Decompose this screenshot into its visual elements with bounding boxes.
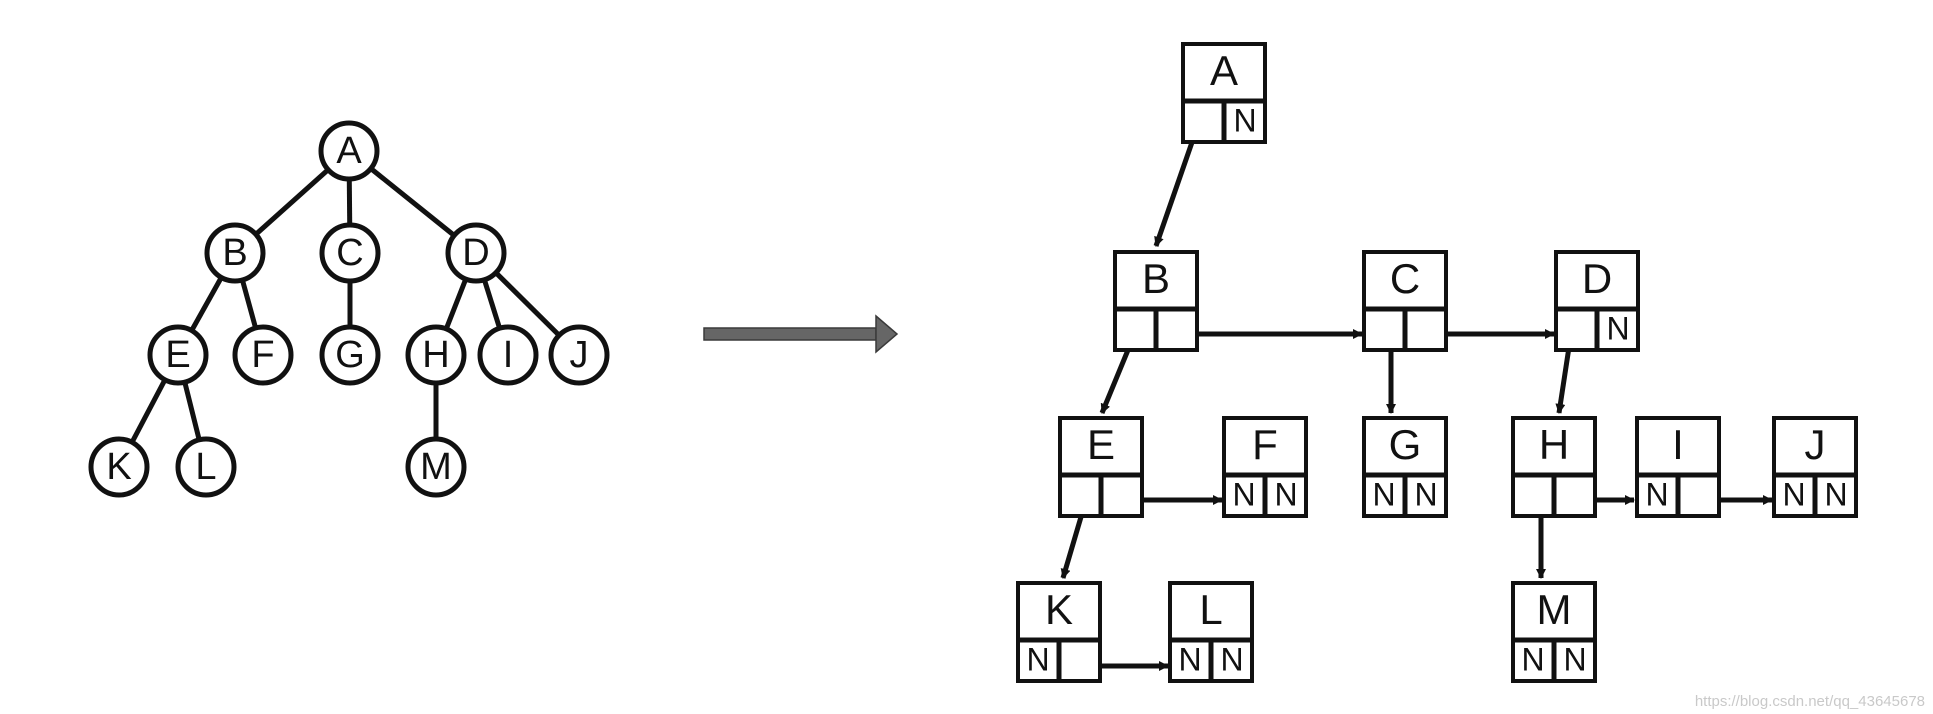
next-sibling-null-label: N [1606,310,1629,346]
list-node-D: D N [1554,250,1640,352]
first-child-null-label: N [1372,476,1395,512]
tree-node-label: E [165,334,190,376]
tree-node-label: B [222,232,247,274]
tree-node-label: H [422,334,449,376]
tree-node-label: D [462,232,489,274]
tree-node-M: M [405,436,467,498]
tree-node-label: K [106,446,131,488]
list-node-label: E [1087,421,1115,468]
list-node-F: F N N [1222,416,1308,518]
tree-node-label: J [570,334,589,376]
first-child-null-label: N [1178,641,1201,677]
list-node-label: A [1210,47,1238,94]
tree-node-K: K [88,436,150,498]
first-child-null-label: N [1521,641,1544,677]
list-node-label: B [1142,255,1170,302]
first-child-null-label: N [1026,641,1049,677]
list-node-label: F [1252,421,1278,468]
tree-node-J: J [548,324,610,386]
first-child-null-label: N [1232,476,1255,512]
list-node-label: L [1199,586,1222,633]
list-node-B: B [1113,250,1199,352]
list-node-label: C [1390,255,1420,302]
list-node-label: K [1045,586,1073,633]
next-sibling-null-label: N [1824,476,1847,512]
tree-node-D: D [445,222,507,284]
list-node-label: D [1582,255,1612,302]
list-node-M: M N N [1511,581,1597,683]
linked-nodes: A N B C D N [1016,42,1858,683]
tree-node-A: A [318,120,380,182]
conversion-arrow [703,314,899,354]
list-node-E: E [1058,416,1144,518]
list-node-J: J N N [1772,416,1858,518]
tree-node-E: E [147,324,209,386]
tree-node-L: L [175,436,237,498]
general-tree: A B C D E F G H I J K L M [88,120,610,498]
watermark-url: https://blog.csdn.net/qq_43645678 [1694,693,1925,710]
list-node-label: J [1805,421,1826,468]
list-node-label: H [1539,421,1569,468]
next-sibling-null-label: N [1220,641,1243,677]
tree-node-label: L [195,446,216,488]
tree-node-H: H [405,324,467,386]
list-node-L: L N N [1168,581,1254,683]
tree-node-label: I [503,334,514,376]
first-child-null-label: N [1782,476,1805,512]
list-node-I: I N [1635,416,1721,518]
tree-node-label: C [336,232,363,274]
tree-node-I: I [477,324,539,386]
list-node-A: A N [1181,42,1267,144]
next-sibling-null-label: N [1563,641,1586,677]
next-sibling-null-label: N [1233,102,1256,138]
link-A-first-to-B [1153,124,1201,247]
link-B-first-to-E [1099,349,1131,414]
tree-node-B: B [204,222,266,284]
tree-node-C: C [319,222,381,284]
tree-node-label: M [420,446,452,488]
list-node-label: G [1389,421,1422,468]
next-sibling-null-label: N [1414,476,1437,512]
tree-node-F: F [232,324,294,386]
tree-node-G: G [319,324,381,386]
list-node-G: G N N [1362,416,1448,518]
next-sibling-null-label: N [1274,476,1297,512]
list-node-label: M [1537,586,1572,633]
tree-node-label: G [335,334,365,376]
list-node-H: H [1511,416,1597,518]
first-child-null-label: N [1645,476,1668,512]
tree-node-label: A [336,130,362,172]
list-node-K: K N [1016,581,1102,683]
tree-edges [116,149,581,469]
tree-node-label: F [251,334,274,376]
list-node-C: C [1362,250,1448,352]
list-node-label: I [1672,421,1684,468]
